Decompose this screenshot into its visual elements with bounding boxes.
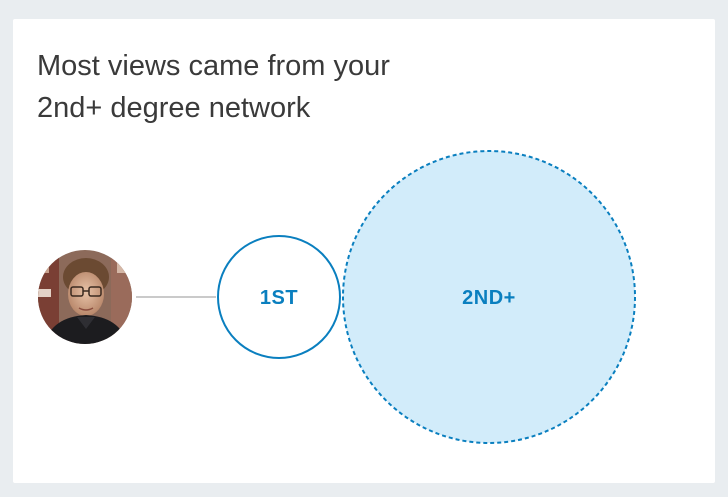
- headline-line-1: Most views came from your: [37, 50, 390, 82]
- profile-photo-icon: [38, 250, 132, 344]
- first-degree-label: 1ST: [260, 287, 298, 309]
- second-degree-circle[interactable]: [342, 150, 636, 444]
- insight-headline: Most views came from your 2nd+ degree ne…: [37, 45, 477, 129]
- first-degree-node[interactable]: 1ST: [217, 235, 341, 359]
- first-degree-circle[interactable]: [217, 235, 341, 359]
- views-insight-card: Most views came from your 2nd+ degree ne…: [13, 19, 715, 483]
- network-degree-diagram: 2ND+ 1ST: [33, 150, 636, 444]
- second-degree-node[interactable]: 2ND+: [342, 150, 636, 444]
- headline-line-2: 2nd+ degree network: [37, 92, 311, 124]
- avatar[interactable]: [33, 245, 137, 349]
- second-degree-label: 2ND+: [462, 287, 516, 309]
